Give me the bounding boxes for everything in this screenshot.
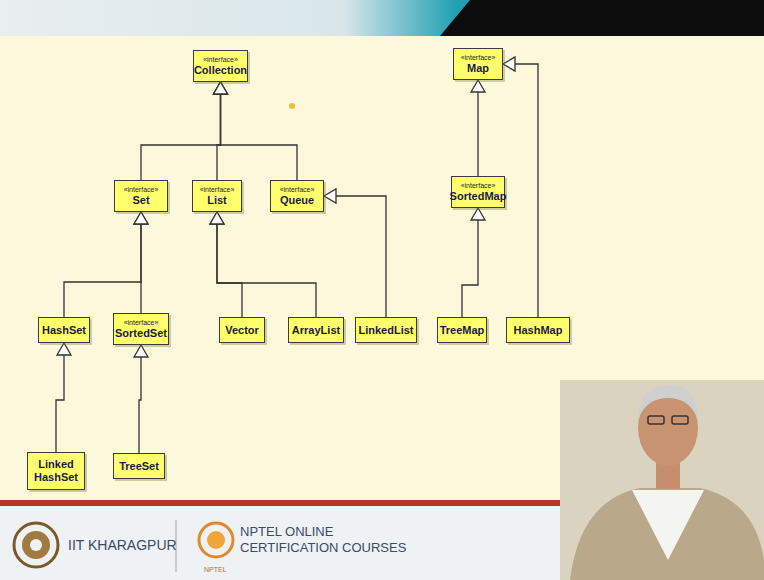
- type-name: LinkedList: [359, 324, 414, 337]
- logo-caption: NPTEL: [204, 566, 227, 574]
- class-box: TreeSet: [113, 453, 165, 479]
- class-box: HashMap: [506, 317, 570, 343]
- generalization-arrow: [324, 189, 386, 317]
- footer-text: IIT KHARAGPUR: [68, 537, 177, 554]
- interface-box: «interface»Map: [453, 48, 503, 80]
- type-name: Map: [467, 62, 489, 75]
- stereotype-text: «interface»: [124, 318, 159, 327]
- generalization-arrow: [462, 208, 485, 317]
- interface-box: «interface»SortedMap: [451, 176, 505, 208]
- class-box: Vector: [219, 317, 265, 343]
- interface-box: «interface»Set: [114, 180, 168, 212]
- generalization-arrow: [210, 212, 242, 317]
- type-name: SortedMap: [450, 190, 507, 203]
- generalization-arrow: [134, 345, 148, 453]
- type-name: List: [207, 194, 227, 207]
- footer-text: NPTEL ONLINE CERTIFICATION COURSES: [240, 524, 420, 556]
- generalization-arrow: [56, 343, 71, 452]
- interface-box: «interface»Collection: [193, 50, 248, 82]
- generalization-arrow: [214, 82, 298, 180]
- stereotype-text: «interface»: [200, 185, 235, 194]
- class-box: ArrayList: [288, 317, 344, 343]
- stereotype-text: «interface»: [280, 185, 315, 194]
- class-box: HashSet: [38, 317, 90, 343]
- stereotype-text: «interface»: [124, 185, 159, 194]
- type-name: Queue: [280, 194, 314, 207]
- generalization-arrow: [141, 82, 228, 180]
- class-box: LinkedList: [355, 317, 417, 343]
- type-name: Collection: [194, 64, 247, 77]
- generalization-arrow: [210, 212, 316, 317]
- generalization-arrow: [134, 212, 148, 313]
- type-name: HashSet: [42, 324, 86, 337]
- class-box: TreeMap: [437, 317, 487, 343]
- type-name: Linked HashSet: [31, 458, 81, 484]
- type-name: SortedSet: [115, 327, 167, 340]
- interface-box: «interface»SortedSet: [113, 313, 169, 345]
- type-name: Set: [132, 194, 149, 207]
- type-name: Vector: [225, 324, 259, 337]
- stereotype-text: «interface»: [203, 55, 238, 64]
- type-name: TreeMap: [440, 324, 485, 337]
- type-name: TreeSet: [119, 460, 159, 473]
- interface-box: «interface»List: [192, 180, 242, 212]
- stereotype-text: «interface»: [461, 181, 496, 190]
- class-box: Linked HashSet: [27, 452, 85, 490]
- type-name: HashMap: [514, 324, 563, 337]
- type-name: ArrayList: [292, 324, 340, 337]
- generalization-arrow: [471, 80, 485, 176]
- generalization-arrow: [503, 57, 538, 317]
- interface-box: «interface»Queue: [270, 180, 324, 212]
- stereotype-text: «interface»: [461, 53, 496, 62]
- generalization-arrow: [64, 212, 148, 317]
